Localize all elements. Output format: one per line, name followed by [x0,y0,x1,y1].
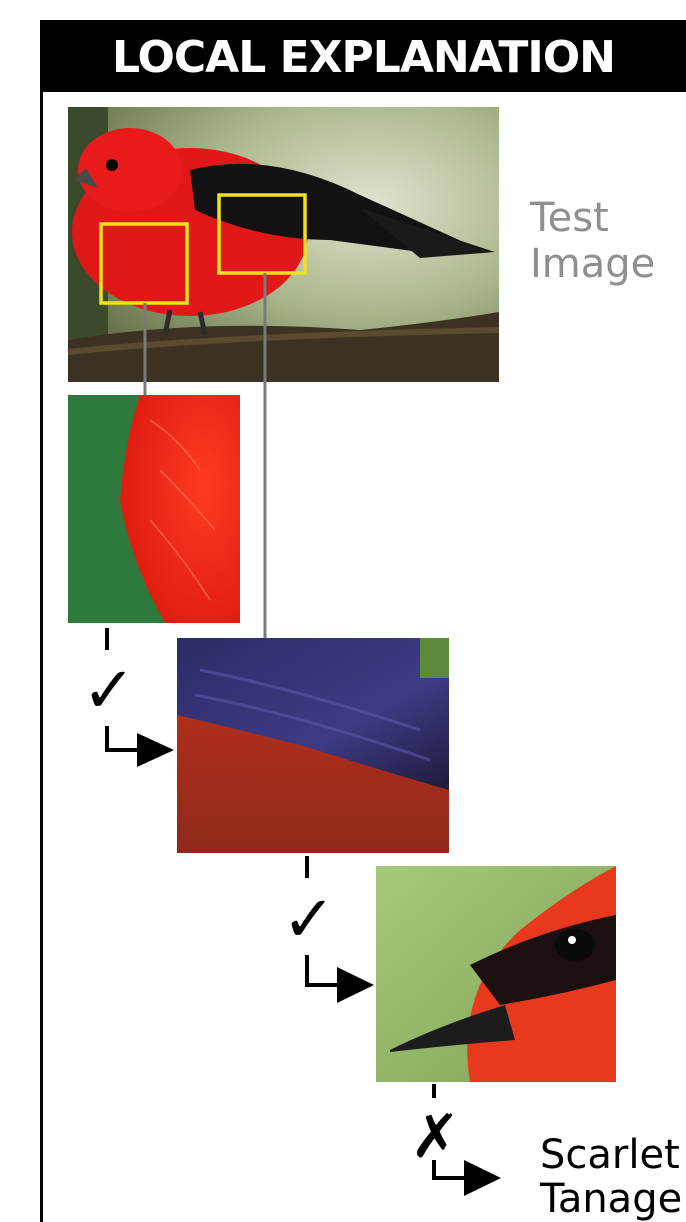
test-image-label-line1: Test [530,195,655,241]
patch-3-image [376,866,616,1082]
output-label-line1: Scarlet [540,1133,682,1177]
patch-1-image [68,395,240,623]
decision-symbol-1: ✓ [82,654,136,728]
output-label-line2: Tanage [540,1177,682,1221]
test-image [68,107,499,382]
decision-symbol-3: ✗ [410,1102,460,1172]
test-image-label-line2: Image [530,241,655,287]
patch-2-image [177,638,449,853]
output-label: Scarlet Tanage [540,1133,682,1221]
decision-symbol-2: ✓ [282,883,336,957]
test-image-label: Test Image [530,195,655,287]
